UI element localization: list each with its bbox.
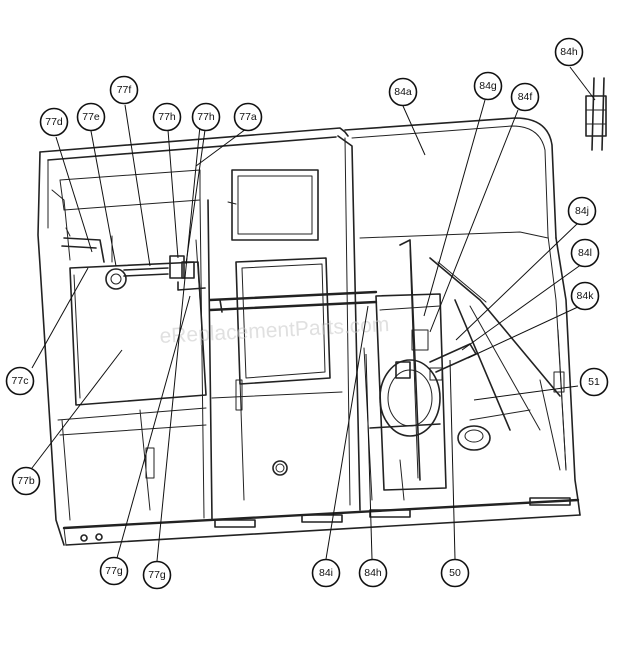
callout-layer: 84h 77f 77d 77e 77h 77h 77a 84a 84g 84f 84j 84l 84k 5…	[5, 37, 609, 590]
callout-77e: 77e	[76, 102, 106, 132]
callout-77f: 77f	[109, 75, 139, 105]
callout-label: 84i	[319, 567, 333, 579]
callout-circle	[358, 558, 388, 588]
leader-lines	[31, 66, 596, 562]
callout-circle	[570, 281, 600, 311]
callout-84a: 84a	[388, 77, 418, 107]
callout-77c: 77c	[5, 366, 35, 396]
callout-label: 77a	[239, 111, 257, 123]
callout-circle	[233, 102, 263, 132]
center-compartment	[208, 169, 378, 501]
callout-circle	[109, 75, 139, 105]
callout-84l: 84l	[570, 238, 600, 268]
callout-label: 84g	[479, 80, 497, 92]
callout-label: 84a	[394, 86, 412, 98]
callout-circle	[570, 238, 600, 268]
callout-circle	[579, 367, 609, 397]
callout-50: 50	[440, 558, 470, 588]
callout-84h-top: 84h	[554, 37, 584, 67]
callout-84g: 84g	[473, 71, 503, 101]
callout-label: 77g	[105, 565, 123, 577]
callout-label: 77h	[197, 111, 215, 123]
callout-circle	[152, 102, 182, 132]
callout-circle	[473, 71, 503, 101]
callout-circle	[440, 558, 470, 588]
callout-77b: 77b	[11, 466, 41, 496]
callout-77g-2: 77g	[142, 560, 172, 590]
callout-circle	[5, 366, 35, 396]
callout-label: 77h	[158, 111, 176, 123]
callout-circle	[311, 558, 341, 588]
right-compartment	[359, 231, 567, 501]
callout-circle	[388, 77, 418, 107]
callout-label: 84l	[578, 247, 592, 259]
callout-circle	[11, 466, 41, 496]
cabinet-outline	[37, 117, 581, 546]
base-knockouts	[80, 497, 571, 542]
callout-label: 77d	[45, 116, 63, 128]
callout-label: 84j	[575, 205, 589, 217]
callout-circle	[510, 82, 540, 112]
callout-77h-1: 77h	[152, 102, 182, 132]
callout-label: 50	[449, 567, 461, 579]
callout-84j: 84j	[567, 196, 597, 226]
callout-label: 77b	[17, 475, 35, 487]
callout-label: 77f	[117, 84, 132, 96]
callout-84h-bottom: 84h	[358, 558, 388, 588]
callout-label: 84f	[518, 91, 533, 103]
inset-detail	[585, 77, 607, 151]
callout-77g-1: 77g	[99, 556, 129, 586]
callout-84k: 84k	[570, 281, 600, 311]
callout-circle	[191, 102, 221, 132]
callout-circle	[554, 37, 584, 67]
callout-84f: 84f	[510, 82, 540, 112]
callout-77d: 77d	[39, 107, 69, 137]
callout-label: 84h	[364, 567, 382, 579]
watermark: eReplacementParts.com	[159, 313, 390, 348]
callout-circle	[567, 196, 597, 226]
callout-label: 77c	[12, 375, 29, 387]
callout-77h-2: 77h	[191, 102, 221, 132]
callout-label: 84h	[560, 46, 578, 58]
left-compartment	[51, 169, 207, 521]
callout-circle	[39, 107, 69, 137]
callout-circle	[76, 102, 106, 132]
callout-label: 51	[588, 376, 600, 388]
callout-label: 77e	[82, 111, 100, 123]
callout-84i: 84i	[311, 558, 341, 588]
callout-label: 77g	[148, 569, 166, 581]
callout-51: 51	[579, 367, 609, 397]
callout-circle	[142, 560, 172, 590]
callout-77a: 77a	[233, 102, 263, 132]
callout-label: 84k	[577, 290, 595, 302]
callout-circle	[99, 556, 129, 586]
